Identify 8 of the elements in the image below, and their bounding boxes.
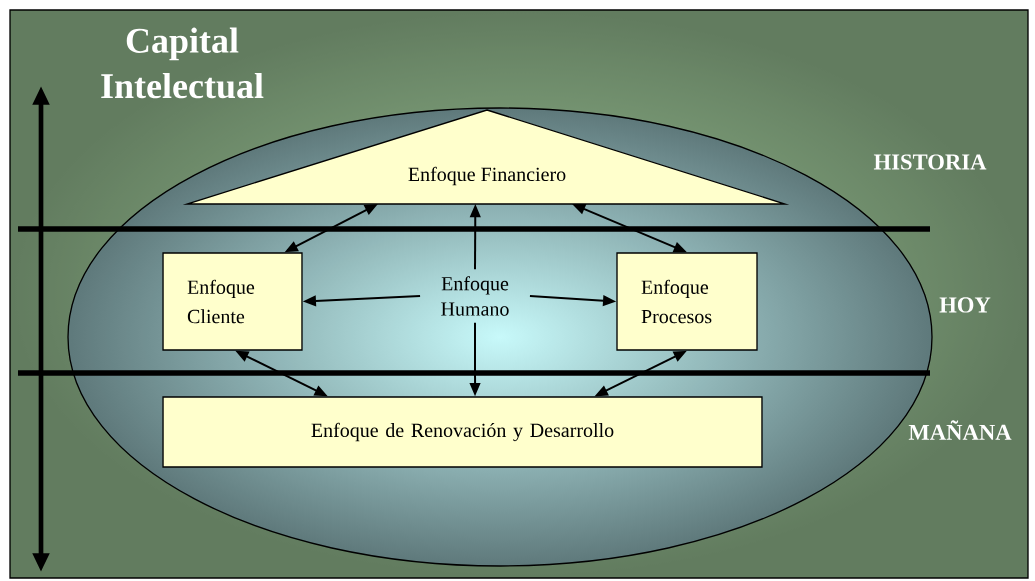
process-box: Enfoque Procesos	[616, 252, 758, 351]
process-box: Enfoque de Renovación y Desarrollo	[162, 396, 763, 468]
band-label: MAÑANA	[908, 420, 1012, 440]
center-text: Enfoque Humano	[441, 276, 509, 316]
process-box: Enfoque Cliente	[162, 252, 303, 351]
band-label: HOY	[939, 297, 991, 313]
band-label: HISTORIA	[873, 154, 987, 170]
title-text: Capital Intelectual	[101, 27, 264, 99]
